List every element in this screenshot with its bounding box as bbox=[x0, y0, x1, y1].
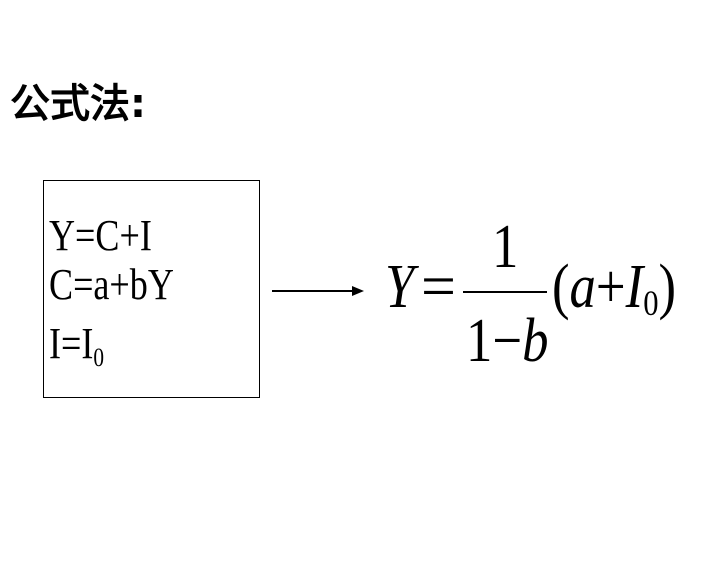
denominator-minus: − bbox=[492, 307, 523, 375]
formula-denominator: 1−b bbox=[466, 310, 548, 372]
term-I-subscript: 0 bbox=[643, 283, 659, 323]
plus-sign: + bbox=[595, 253, 626, 321]
equation-investment-subscript: 0 bbox=[93, 343, 105, 372]
equation-investment-main: I=I bbox=[49, 319, 94, 368]
denominator-one: 1 bbox=[466, 307, 493, 375]
term-a: a bbox=[569, 253, 596, 321]
equation-system-box bbox=[43, 180, 260, 398]
fraction-bar bbox=[463, 291, 547, 293]
slide-title: 公式法: bbox=[10, 81, 146, 127]
equation-consumption: C=a+bY bbox=[49, 260, 174, 309]
formula-equals: = bbox=[421, 253, 456, 321]
close-paren: ) bbox=[658, 253, 677, 321]
equation-income: Y=C+I bbox=[49, 211, 152, 260]
formula-numerator: 1 bbox=[492, 213, 519, 281]
equation-investment: I=I0 bbox=[49, 322, 104, 371]
denominator-b: b bbox=[522, 307, 549, 375]
arrow-right-icon bbox=[272, 286, 364, 296]
term-I: I bbox=[625, 253, 644, 321]
formula-lhs: Y bbox=[385, 253, 415, 321]
open-paren: ( bbox=[552, 253, 570, 321]
formula-parenthesized: (a+I0) bbox=[552, 256, 676, 321]
